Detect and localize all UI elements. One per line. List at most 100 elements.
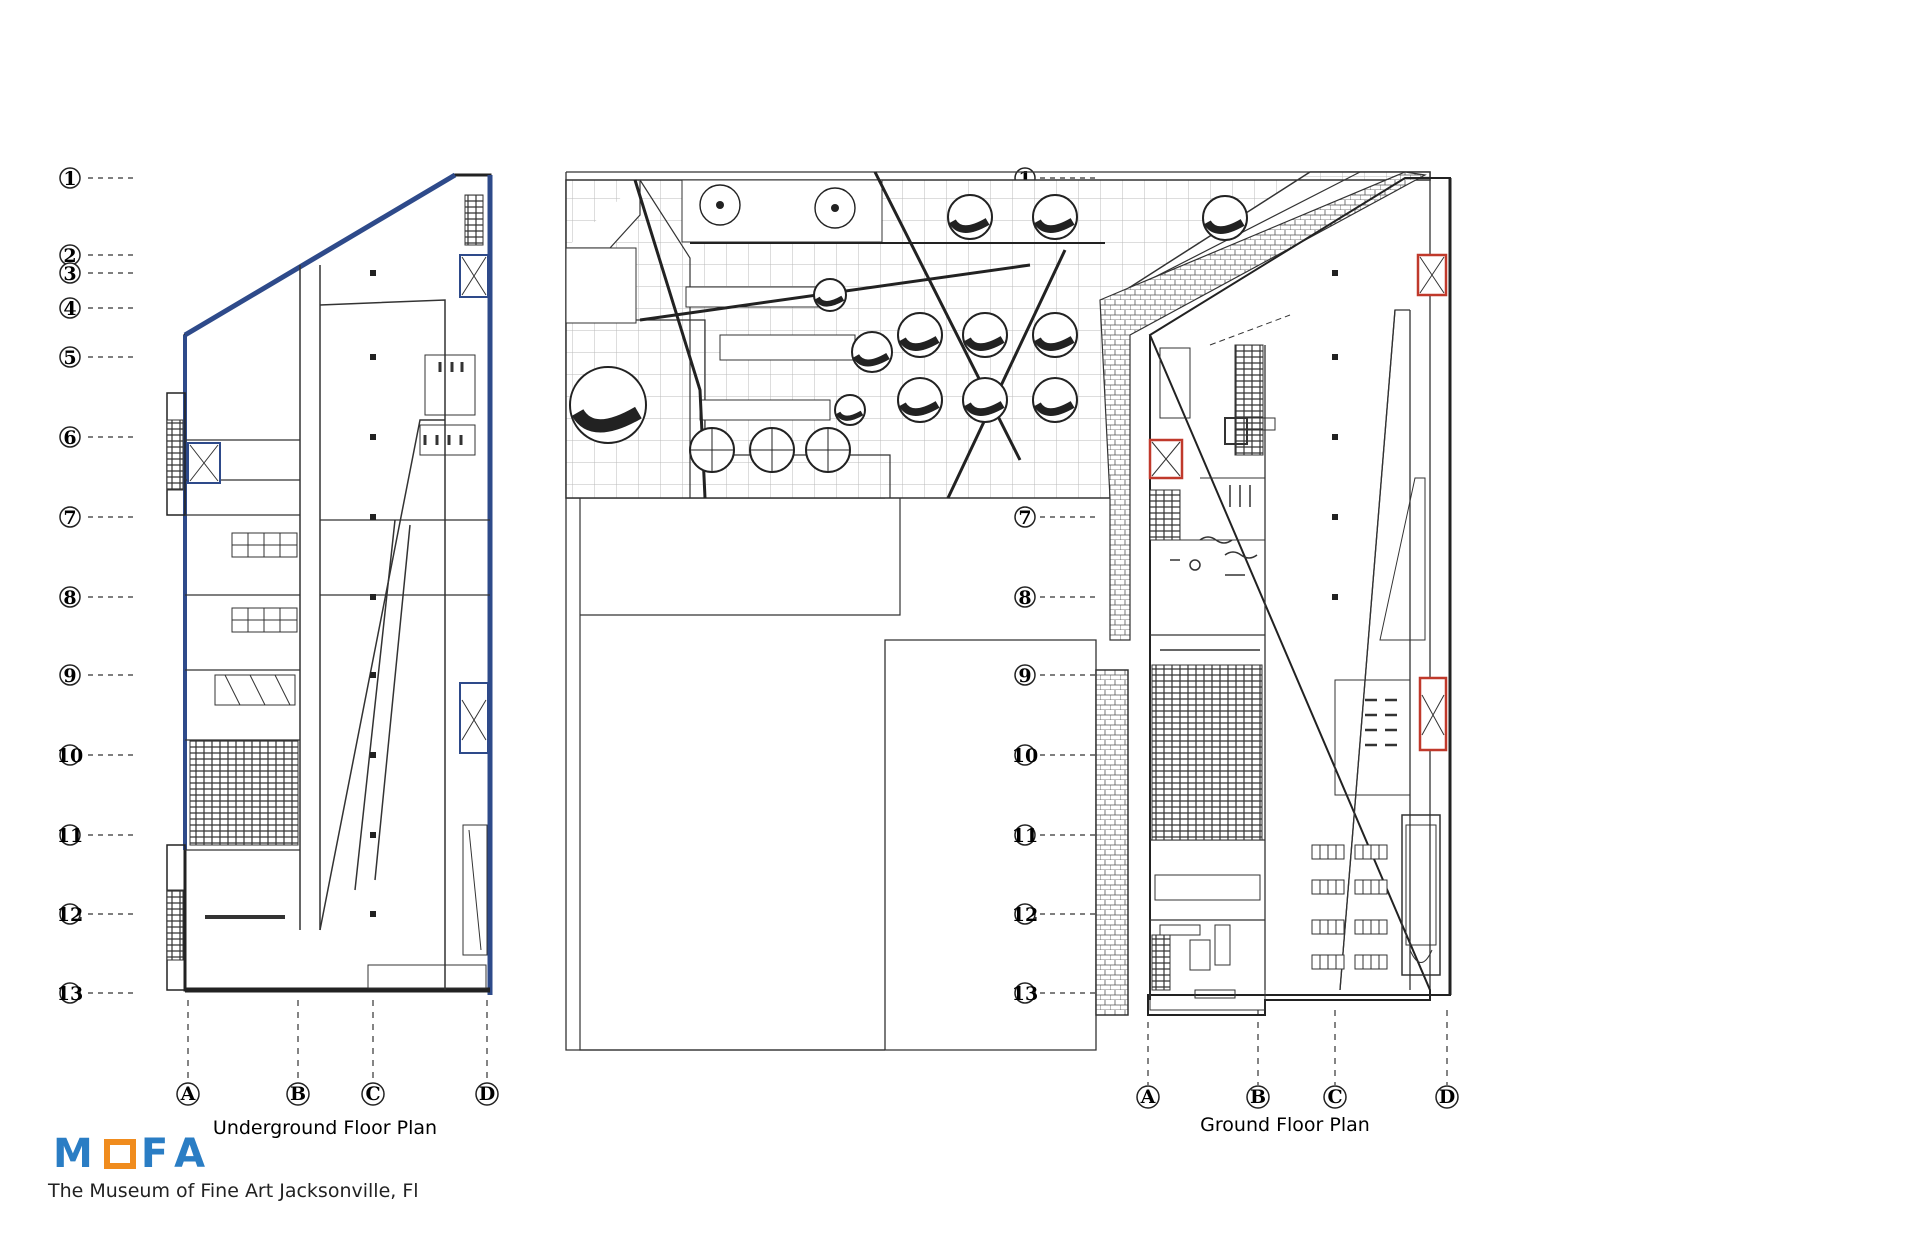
ground-neighbor-parcels bbox=[566, 497, 901, 1051]
ground-lobby-stair bbox=[1234, 344, 1264, 456]
elevator-cross-icon bbox=[189, 444, 219, 482]
tree-trunk-icon bbox=[716, 201, 724, 209]
ground-row-label: 12 bbox=[1012, 904, 1038, 926]
underground-service-room bbox=[462, 824, 488, 956]
cafe-chair-icon bbox=[1362, 880, 1380, 894]
museum-subtitle: The Museum of Fine Art Jacksonville, Fl bbox=[48, 1180, 419, 1202]
ground-col-label: A bbox=[1140, 1086, 1156, 1108]
underground-row-label: 3 bbox=[63, 263, 76, 285]
underground-gallery-walls bbox=[319, 299, 446, 990]
ground-bench-3 bbox=[699, 399, 831, 421]
underground-col-bubble bbox=[475, 1082, 499, 1106]
tree-foliage-icon bbox=[1034, 401, 1075, 416]
ground-column-dot bbox=[1332, 434, 1338, 440]
ground-reception bbox=[1159, 347, 1191, 419]
underground-row-label: 13 bbox=[57, 983, 83, 1005]
cafe-chair-icon bbox=[1362, 845, 1380, 859]
ground-restroom-fixtures bbox=[1365, 698, 1397, 747]
underground-ramp-wall bbox=[319, 419, 445, 931]
underground-row-bubble bbox=[59, 664, 81, 686]
ground-restrooms bbox=[1334, 679, 1411, 796]
ground-stair-overhead bbox=[1209, 314, 1291, 346]
underground-caption: Underground Floor Plan bbox=[213, 1117, 437, 1139]
underground-auditorium-seating bbox=[189, 739, 299, 846]
underground-row-label: 12 bbox=[57, 904, 83, 926]
underground-row-bubble bbox=[59, 982, 81, 1004]
ground-row-label: 8 bbox=[1018, 587, 1031, 609]
underground-column-dot bbox=[370, 514, 376, 520]
underground-elevator-south bbox=[459, 682, 489, 754]
tree-foliage-icon bbox=[1204, 219, 1245, 234]
underground-office-desks bbox=[231, 532, 298, 633]
logo-letter-o-square bbox=[103, 1139, 136, 1169]
ground-lobby-steps bbox=[1149, 489, 1181, 541]
cafe-chair-icon bbox=[1319, 955, 1337, 969]
ground-row-label: 11 bbox=[1012, 825, 1038, 847]
ground-trees bbox=[569, 184, 1248, 473]
ground-lobby-furniture bbox=[1170, 485, 1258, 576]
underground-row-label: 9 bbox=[63, 665, 76, 687]
ground-row-bubble bbox=[1014, 506, 1036, 528]
ground-row-label: 13 bbox=[1012, 983, 1038, 1005]
tree-foliage-icon bbox=[571, 406, 642, 433]
ground-lobby-counter bbox=[1234, 417, 1276, 431]
underground-gallery-divisions bbox=[320, 519, 490, 596]
cafe-chair-icon bbox=[1362, 920, 1380, 934]
ground-column-dot bbox=[1332, 270, 1338, 276]
underground-column-dot bbox=[370, 270, 376, 276]
tree-foliage-icon bbox=[852, 352, 890, 367]
underground-col-label: C bbox=[365, 1083, 380, 1105]
ground-kitchen bbox=[1149, 919, 1266, 1011]
elevator-cross-icon bbox=[1421, 694, 1445, 736]
underground-loading-bay bbox=[367, 964, 487, 989]
underground-row-bubble bbox=[59, 426, 81, 448]
underground-room-walls bbox=[185, 439, 300, 851]
ground-building-outline bbox=[1147, 177, 1451, 1016]
underground-row-bubble bbox=[59, 346, 81, 368]
underground-row-label: 4 bbox=[63, 298, 76, 320]
underground-column-dot bbox=[370, 434, 376, 440]
underground-ramp bbox=[354, 519, 411, 891]
underground-row-label: 2 bbox=[63, 245, 76, 267]
ground-column-dot bbox=[1332, 514, 1338, 520]
ground-row-bubble bbox=[1014, 903, 1036, 925]
ground-row-bubble bbox=[1014, 664, 1036, 686]
underground-col-bubble bbox=[176, 1082, 200, 1106]
underground-restroom-south bbox=[419, 424, 476, 456]
ground-auditorium-seating bbox=[1151, 664, 1263, 841]
ground-column-dot bbox=[1332, 594, 1338, 600]
underground-stage-edge bbox=[205, 915, 285, 919]
underground-column-dot bbox=[370, 354, 376, 360]
underground-row-bubble bbox=[59, 506, 81, 528]
underground-col-label: A bbox=[180, 1083, 196, 1105]
underground-fixtures bbox=[423, 362, 464, 445]
elevator-cross-icon bbox=[1151, 441, 1181, 477]
ground-col-bubble bbox=[1136, 1085, 1160, 1109]
elevator-cross-icon bbox=[1419, 256, 1445, 294]
tree-foliage-icon bbox=[1034, 218, 1075, 233]
underground-row-label: 8 bbox=[63, 587, 76, 609]
underground-column-dot bbox=[370, 832, 376, 838]
ground-col-bubble bbox=[1246, 1085, 1270, 1109]
underground-row-bubble bbox=[59, 297, 81, 319]
tree-trunk-icon bbox=[831, 204, 839, 212]
ground-bench-2 bbox=[719, 334, 856, 361]
underground-column-dot bbox=[370, 752, 376, 758]
ground-kitchen-stair bbox=[1151, 934, 1171, 991]
ground-ramp-wall bbox=[1339, 309, 1410, 991]
underground-structural-columns bbox=[370, 270, 376, 917]
underground-row-label: 7 bbox=[63, 507, 76, 529]
cafe-chair-icon bbox=[1319, 845, 1337, 859]
underground-north-wall bbox=[183, 172, 457, 338]
underground-col-bubble bbox=[361, 1082, 385, 1106]
tree-foliage-icon bbox=[899, 401, 940, 416]
cafe-chair-icon bbox=[1319, 880, 1337, 894]
underground-row-bubble bbox=[59, 262, 81, 284]
